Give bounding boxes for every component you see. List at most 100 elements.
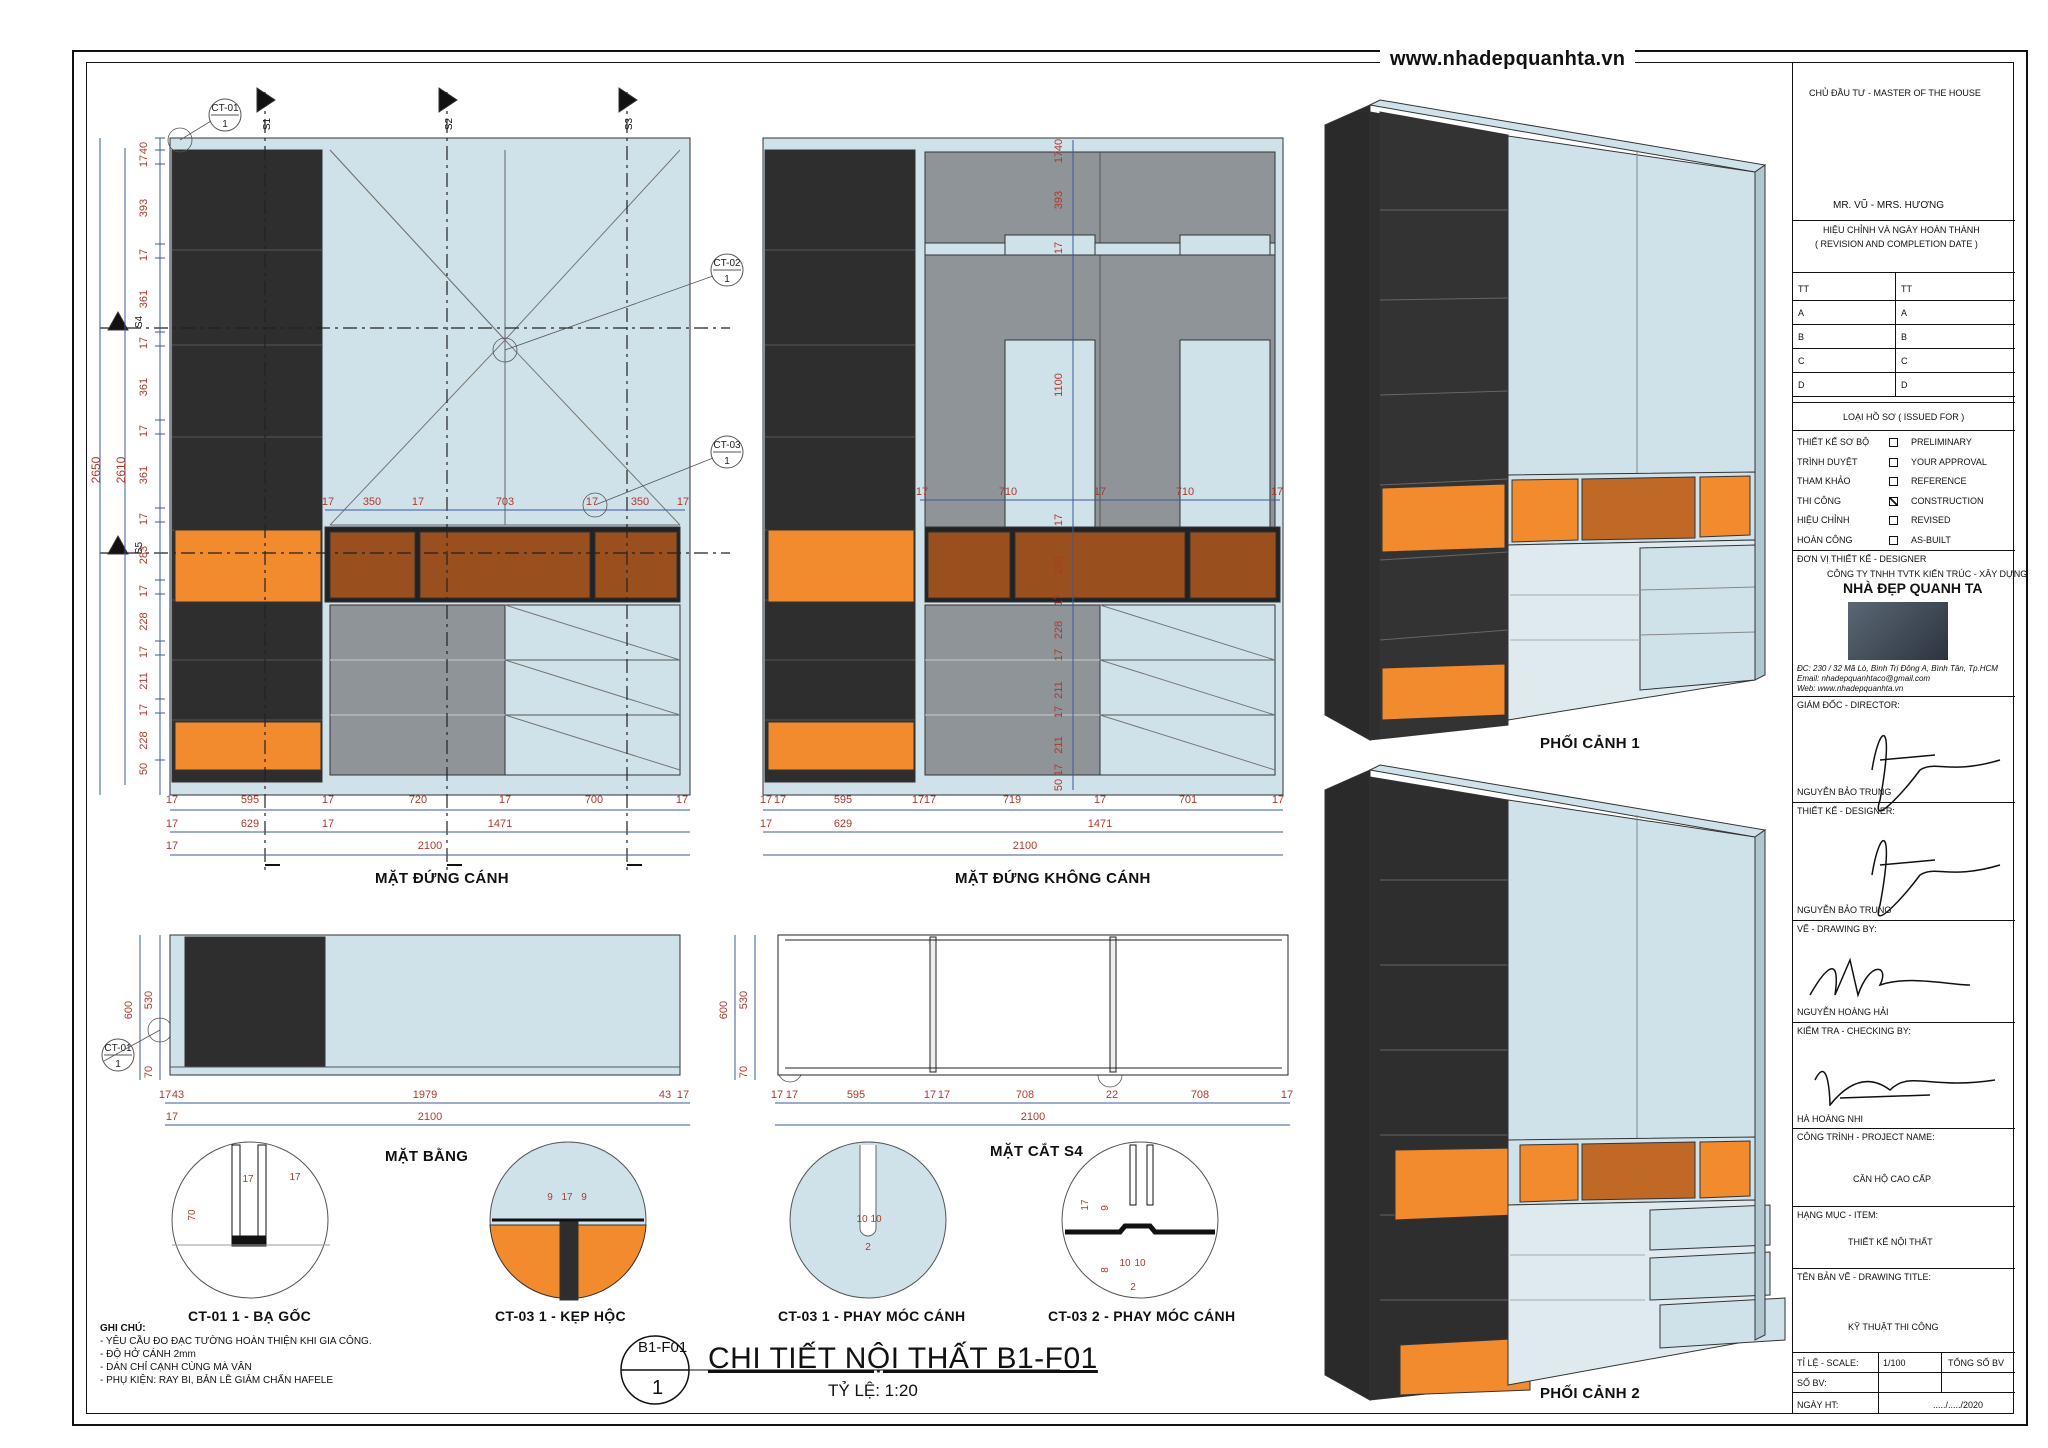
dimension-vertical: 228 xyxy=(138,731,150,749)
detail-circle xyxy=(171,1141,329,1299)
view-title-section: MẶT CẮT S4 xyxy=(990,1143,1083,1160)
revision-label: HIỆU CHỈNH VÀ NGÀY HOÀN THÀNH xyxy=(1823,225,1980,235)
persp2-drawer-open xyxy=(1399,1337,1531,1396)
dimension-label: 9 xyxy=(1100,1205,1111,1211)
dimension-label: 2100 xyxy=(418,1111,442,1123)
issued-checkbox[interactable] xyxy=(1889,438,1898,447)
total-sheets-label: TỔNG SỐ BV xyxy=(1948,1358,2005,1368)
dimension-vertical: 40 xyxy=(138,142,150,154)
drawer-brown xyxy=(1014,531,1186,599)
drawer-brown xyxy=(927,531,1011,599)
dimension-label: 2 xyxy=(865,1242,871,1253)
bay-gray xyxy=(924,604,1101,776)
rev-b: B xyxy=(1901,332,1908,342)
drawer-orange xyxy=(767,529,915,603)
persp1-drawer-line xyxy=(1639,586,1756,591)
dimension-vertical: 17 xyxy=(1053,151,1065,163)
drawer-diag xyxy=(1099,604,1276,661)
issued-checkbox[interactable] xyxy=(1889,535,1898,545)
sheet-no-label: SỐ BV: xyxy=(1797,1378,1827,1388)
issued-type-vn: THIẾT KẾ SƠ BỘ xyxy=(1797,437,1870,447)
callout-target xyxy=(492,337,518,363)
issued-type-vn: HIỆU CHỈNH xyxy=(1797,515,1850,525)
issued-checkbox[interactable] xyxy=(1889,477,1898,486)
title-block: CHỦ ĐẦU TƯ - MASTER OF THE HOUSE MR. VŨ … xyxy=(1792,62,2027,1414)
dimension-label: 2100 xyxy=(1021,1111,1045,1123)
drawer-name: NGUYỄN HOÀNG HẢI xyxy=(1797,1007,1889,1017)
persp2-doors xyxy=(1507,799,1756,1141)
section-arrow xyxy=(256,87,276,113)
sheet-scale: TỶ LỆ: 1:20 xyxy=(828,1381,918,1400)
persp1-drawer xyxy=(1381,483,1506,553)
callout-num: 1 xyxy=(115,1059,121,1070)
drawer-orange xyxy=(767,721,915,771)
dimension-label: 10 xyxy=(870,1214,882,1225)
callout-id: CT-03 xyxy=(713,440,741,451)
dimension-vertical: 17 xyxy=(1053,764,1065,776)
date-value: ...../...../2020 xyxy=(1933,1400,1984,1410)
dimension-label: 17 xyxy=(1094,794,1106,806)
issued-checkbox[interactable] xyxy=(1889,457,1898,467)
callout-target xyxy=(582,492,608,518)
general-notes: GHI CHÚ: - YÊU CẦU ĐO ĐẠC TƯỜNG HOÀN THI… xyxy=(100,1322,372,1387)
issued-checkbox[interactable] xyxy=(1889,516,1898,525)
project-label: CÔNG TRÌNH - PROJECT NAME: xyxy=(1797,1132,1935,1142)
website-url[interactable]: www.nhadepquanhta.vn xyxy=(1380,48,1636,71)
dimension-label: 629 xyxy=(834,818,852,830)
dimension-label: 17 xyxy=(760,794,772,806)
dimension-label: 17 xyxy=(159,1089,171,1101)
plan-open-shelf xyxy=(184,936,326,1068)
drawer-stack xyxy=(504,604,681,776)
issued-checkbox[interactable] xyxy=(1889,496,1898,506)
sheet-outer-border xyxy=(72,50,2028,1426)
item-label: HẠNG MỤC - ITEM: xyxy=(1797,1210,1878,1220)
dimension-label: 17 xyxy=(677,1089,689,1101)
dimension-label: 2100 xyxy=(1013,840,1037,852)
dimension-label: 17 xyxy=(924,1089,936,1101)
dimension-label: 17 xyxy=(1080,1199,1091,1211)
dimension-label: 10 xyxy=(1119,1258,1131,1269)
dimension-label: 17 xyxy=(677,496,689,508)
dimension-vertical: 600 xyxy=(123,1001,135,1019)
persp2-left-side xyxy=(1324,769,1371,1401)
persp2-shelf-column xyxy=(1369,776,1509,1401)
rev-tt: TT xyxy=(1798,284,1809,294)
checking-label: KIỂM TRA - CHECKING BY: xyxy=(1797,1026,1911,1036)
section-mark: S1 xyxy=(262,117,273,130)
callout-id: CT-01 xyxy=(104,1043,132,1054)
owner-label: CHỦ ĐẦU TƯ - MASTER OF THE HOUSE xyxy=(1809,88,1981,98)
dimension-label: 17 xyxy=(561,1192,573,1203)
dimension-vertical: 70 xyxy=(143,1066,155,1078)
rev-a: A xyxy=(1798,308,1805,318)
view-title-perspective-1: PHỐI CẢNH 1 xyxy=(1540,735,1640,752)
note-line: - DÁN CHỈ CẠNH CÙNG MÀ VÂN xyxy=(100,1362,252,1373)
dimension-label: 629 xyxy=(241,818,259,830)
dimension-label: 710 xyxy=(999,486,1017,498)
dimension-label: 17 xyxy=(916,486,928,498)
issued-type-en: YOUR APPROVAL xyxy=(1911,456,1987,467)
persp2-drawer-pulled xyxy=(1649,1251,1771,1301)
signature-image xyxy=(1814,1070,1996,1106)
designer-name: NGUYỄN BẢO TRUNG xyxy=(1797,905,1892,915)
dimension-vertical: 17 xyxy=(138,249,150,261)
dimension-label: 9 xyxy=(581,1192,587,1203)
detail-panel xyxy=(231,1144,241,1246)
dimension-label: 17 xyxy=(1272,794,1284,806)
drawer-diag xyxy=(504,659,681,716)
view-title-perspective-2: PHỐI CẢNH 2 xyxy=(1540,1385,1640,1402)
dimension-label: 9 xyxy=(547,1192,553,1203)
dimension-label: 17 xyxy=(912,794,924,806)
detail-title-2: CT-03 1 - KẸP HỘC xyxy=(495,1308,626,1324)
persp2-cubby xyxy=(1519,1143,1579,1203)
view-title-front-doors: MẶT ĐỨNG CÁNH xyxy=(375,870,509,887)
detail-panel xyxy=(1129,1144,1137,1206)
company-logo-image xyxy=(1848,602,1948,660)
dimension-vertical: 283 xyxy=(1053,556,1065,574)
drawer-brown xyxy=(1189,531,1277,599)
persp1-shelf xyxy=(1379,390,1509,396)
drawer-orange xyxy=(174,721,322,771)
signature-image xyxy=(1871,734,2001,812)
issued-type-en: PRELIMINARY xyxy=(1911,437,1972,447)
dimension-vertical: 228 xyxy=(1053,621,1065,639)
issued-label: LOẠI HỒ SƠ ( ISSUED FOR ) xyxy=(1843,412,1965,422)
